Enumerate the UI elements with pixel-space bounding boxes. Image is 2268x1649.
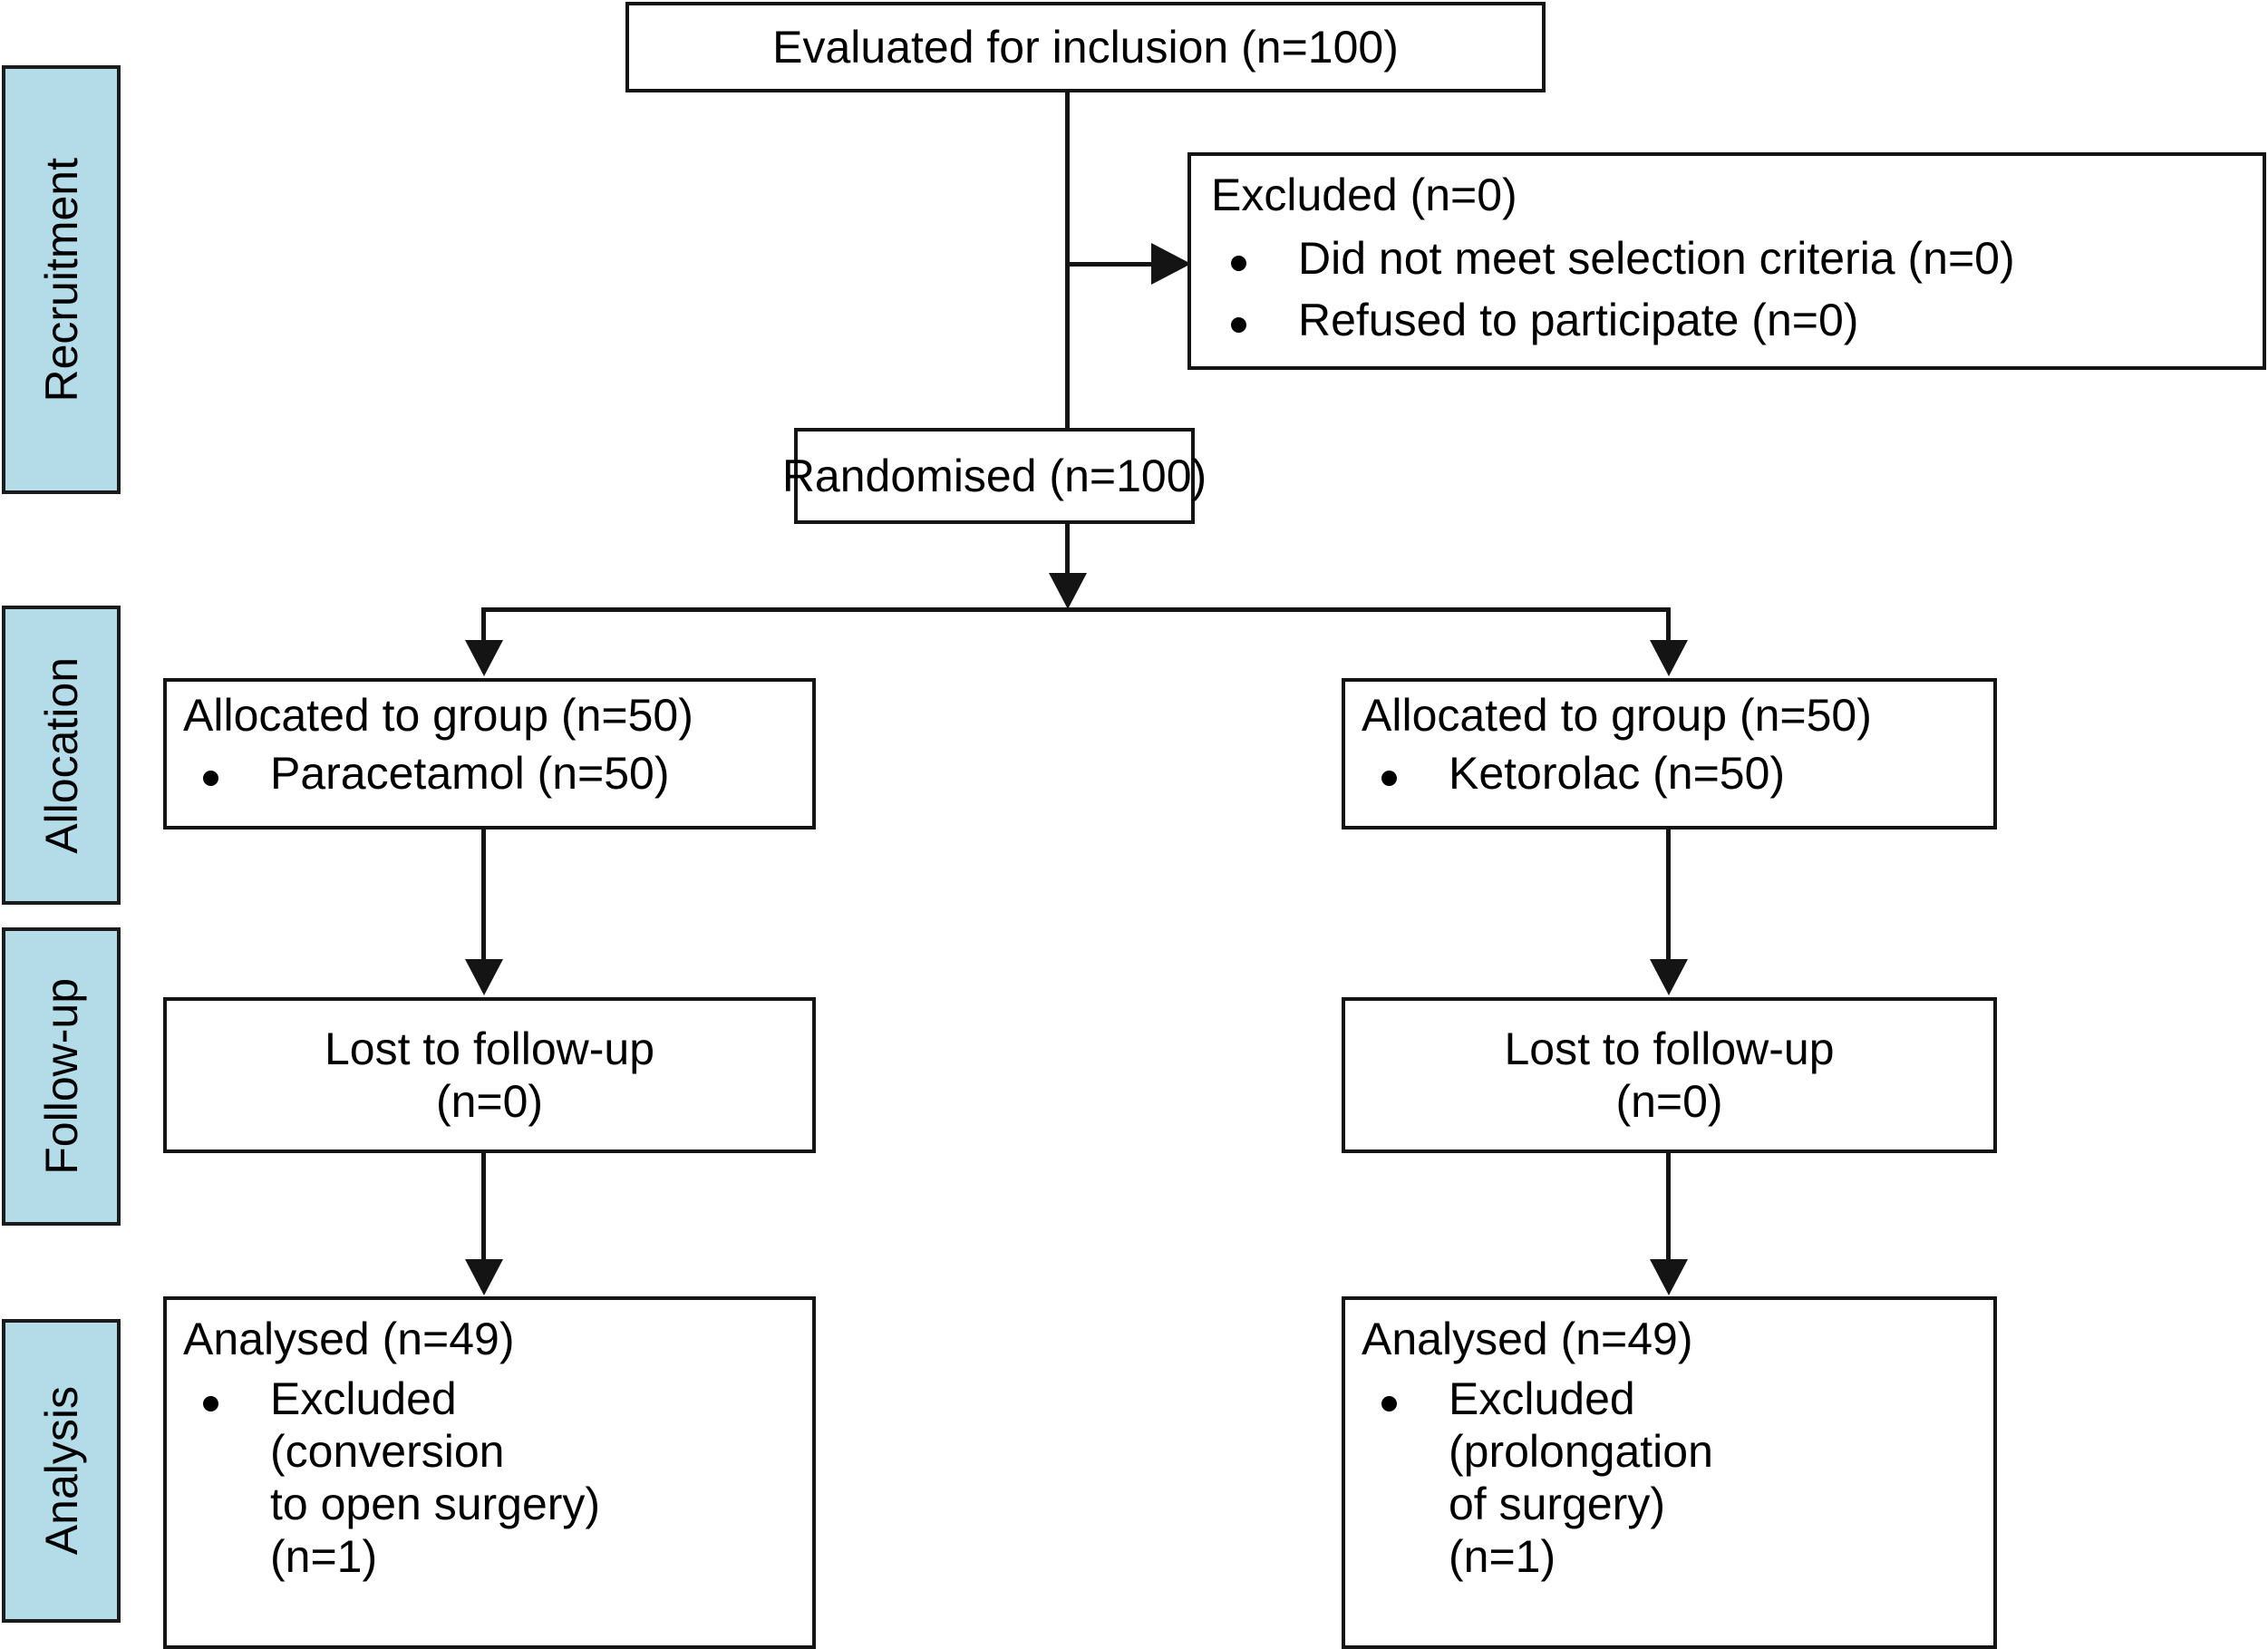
node-evaluated-for-inclusion: Evaluated for inclusion (n=100) [625,2,1546,92]
phase-label-followup-text: Follow-up [35,978,87,1175]
connector-lost-to-analysed-right [1666,1151,1671,1262]
node-excluded-bullet-1: Did not meet selection criteria (n=0) [1298,233,2015,284]
node-lost-followup-right-line1: Lost to follow-up [1504,1023,1835,1074]
node-analysed-left-bullet-list: Excluded (conversion to open surgery) (n… [183,1373,812,1583]
node-allocated-right: Allocated to group (n=50) Ketorolac (n=5… [1342,678,1997,829]
node-allocated-left-title: Allocated to group (n=50) [183,690,693,741]
phase-label-recruitment: Recruitment [2,65,121,494]
node-excluded-bullet-list: Did not meet selection criteria (n=0) Re… [1211,232,2263,346]
arrowhead-analysed-left [465,1259,503,1295]
connector-allocation-split-bar [481,607,1670,612]
phase-label-analysis: Analysis [2,1319,121,1623]
phase-label-analysis-text: Analysis [35,1386,87,1556]
connector-split-to-alloc-right [1666,607,1671,642]
node-evaluated-title: Evaluated for inclusion (n=100) [772,22,1399,73]
arrowhead-alloc-left [465,640,503,676]
node-allocated-left-bullet-list: Paracetamol (n=50) [183,747,812,800]
node-excluded-title: Excluded (n=0) [1211,170,1517,220]
node-excluded-bullet-2: Refused to participate (n=0) [1298,295,1859,345]
node-lost-followup-right: Lost to follow-up (n=0) [1342,997,1997,1153]
list-item: Refused to participate (n=0) [1211,294,2263,346]
list-item: Did not meet selection criteria (n=0) [1211,232,2263,285]
node-analysed-right: Analysed (n=49) Excluded (prolongation o… [1342,1296,1997,1649]
node-allocated-right-title: Allocated to group (n=50) [1362,690,1872,741]
list-item: Excluded (prolongation of surgery) (n=1) [1362,1373,1993,1583]
node-analysed-left-line-2: (conversion [270,1426,505,1477]
arrowhead-lost-left [465,959,503,995]
node-lost-followup-right-line2: (n=0) [1615,1076,1723,1127]
phase-label-followup: Follow-up [2,927,121,1226]
connector-alloc-to-lost-left [481,828,486,962]
phase-label-recruitment-text: Recruitment [35,157,87,403]
node-allocated-right-bullet-1: Ketorolac (n=50) [1449,748,1786,799]
node-randomised: Randomised (n=100) [782,428,1207,524]
connector-evaluated-to-randomised [1065,91,1070,430]
node-allocated-left-bullet-1: Paracetamol (n=50) [270,748,670,799]
phase-label-allocation-text: Allocation [35,656,87,854]
connector-lost-to-analysed-left [481,1151,486,1262]
node-analysed-left: Analysed (n=49) Excluded (conversion to … [163,1296,816,1649]
arrowhead-analysed-right [1650,1259,1688,1295]
node-analysed-left-title: Analysed (n=49) [183,1314,515,1364]
node-analysed-left-line-3: to open surgery) [270,1479,601,1529]
phase-label-allocation: Allocation [2,606,121,905]
node-allocated-left: Allocated to group (n=50) Paracetamol (n… [163,678,816,829]
arrowhead-to-excluded [1151,243,1191,285]
arrowhead-alloc-right [1650,640,1688,676]
node-analysed-right-line-4: (n=1) [1449,1531,1556,1582]
arrowhead-lost-right [1650,959,1688,995]
node-analysed-right-line-3: of surgery) [1449,1479,1665,1529]
node-analysed-right-line-1: Excluded [1449,1373,1635,1424]
list-item: Ketorolac (n=50) [1362,747,1993,800]
node-analysed-left-line-4: (n=1) [270,1531,378,1582]
node-lost-followup-left-line1: Lost to follow-up [324,1023,655,1074]
node-lost-followup-left: Lost to follow-up (n=0) [163,997,816,1153]
node-analysed-right-bullet-list: Excluded (prolongation of surgery) (n=1) [1362,1373,1993,1583]
connector-split-to-alloc-left [481,607,486,642]
node-randomised-title: Randomised (n=100) [781,451,1207,501]
node-analysed-left-line-1: Excluded [270,1373,457,1424]
node-allocated-right-bullet-list: Ketorolac (n=50) [1362,747,1993,800]
connector-randomised-stem [1065,522,1070,580]
node-excluded: Excluded (n=0) Did not meet selection cr… [1187,152,2266,370]
connector-to-excluded [1065,262,1156,267]
node-lost-followup-left-line2: (n=0) [435,1076,544,1127]
list-item: Excluded (conversion to open surgery) (n… [183,1373,812,1583]
connector-alloc-to-lost-right [1666,828,1671,962]
arrowhead-randomised-stem [1049,573,1087,609]
node-analysed-right-title: Analysed (n=49) [1362,1314,1693,1364]
list-item: Paracetamol (n=50) [183,747,812,800]
node-analysed-right-line-2: (prolongation [1449,1426,1713,1477]
